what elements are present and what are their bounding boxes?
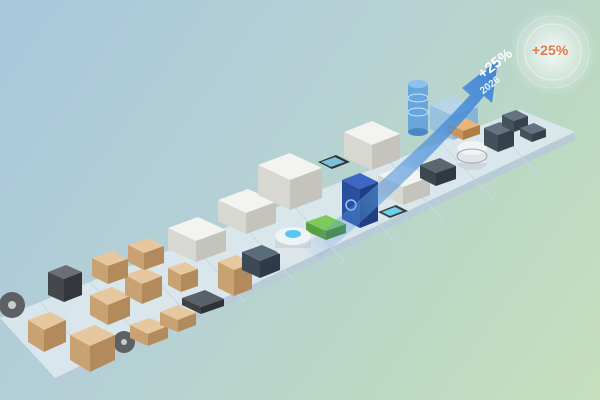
paper-stacks [168, 121, 430, 262]
cardboard-boxes [28, 238, 252, 372]
growth-arrow [300, 60, 498, 258]
round-server-icon [456, 141, 488, 170]
small-monitor-icon [318, 155, 350, 169]
corner-glow [509, 8, 597, 96]
corner-growth-badge: +25% [532, 42, 569, 58]
film-reel-icon [0, 292, 135, 353]
dark-devices [48, 245, 280, 314]
glowing-disc-icon [275, 227, 311, 257]
dark-rack-boxes [420, 110, 546, 186]
tablet-icon [378, 205, 408, 218]
data-tower-icon [407, 80, 429, 136]
